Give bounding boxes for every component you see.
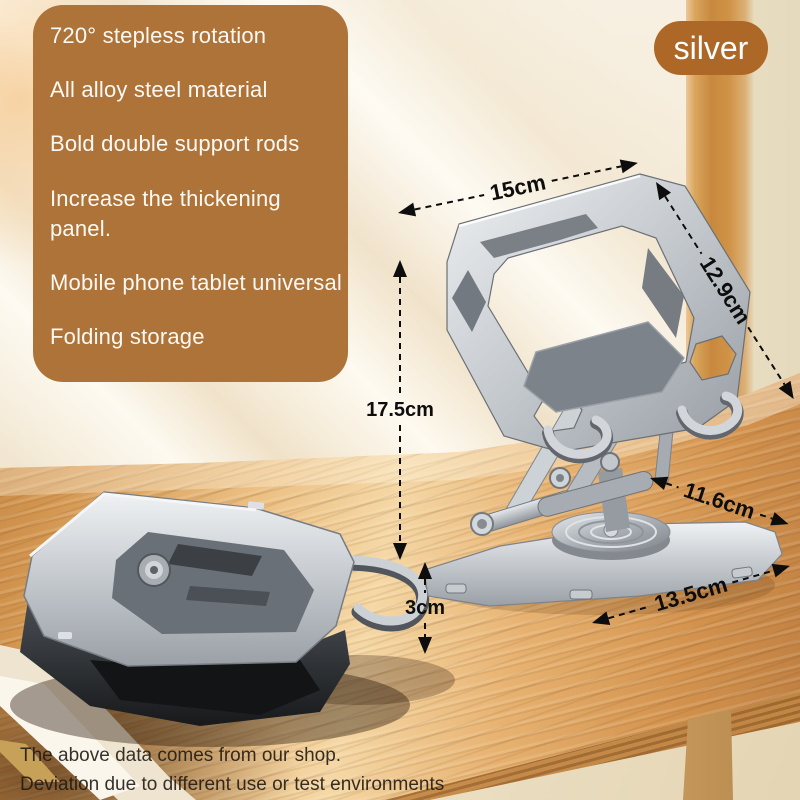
arrowhead-icon xyxy=(418,562,432,579)
disclaimer-line-2: Deviation due to different use or test e… xyxy=(20,774,445,795)
arrowhead-icon xyxy=(393,543,407,560)
dimension-label: 17.5cm xyxy=(366,399,434,421)
dimension-stand-height: 17.5cm xyxy=(366,260,434,560)
feature-item: Increase the thickening panel. xyxy=(50,185,281,241)
arrowhead-icon xyxy=(590,611,611,630)
dashed-line xyxy=(608,605,650,620)
arrowhead-icon xyxy=(647,471,669,491)
dashed-line xyxy=(551,165,622,182)
arrowhead-icon xyxy=(393,260,407,277)
arrowhead-icon xyxy=(771,559,792,578)
dashed-line xyxy=(759,513,773,520)
dashed-line xyxy=(424,579,426,593)
dashed-line xyxy=(399,277,401,395)
badge-label: silver xyxy=(673,30,749,66)
feature-item: Bold double support rods xyxy=(50,131,300,157)
dashed-line xyxy=(414,193,485,211)
dashed-line xyxy=(424,623,426,637)
dashed-line xyxy=(665,482,680,489)
feature-item: Mobile phone tablet universal xyxy=(50,269,342,295)
arrowhead-icon xyxy=(396,202,417,220)
dashed-line xyxy=(399,425,401,543)
dimension-folded-thickness: 3cm xyxy=(405,562,445,654)
disclaimer: The above data comes from our shop. Devi… xyxy=(20,741,444,799)
feature-panel: 720° stepless rotation All alloy steel m… xyxy=(33,5,348,382)
dashed-line xyxy=(732,569,774,584)
disclaimer-line-1: The above data comes from our shop. xyxy=(20,745,342,766)
feature-item: All alloy steel material xyxy=(50,77,268,103)
dimension-label: 3cm xyxy=(404,597,446,619)
feature-item: 720° stepless rotation xyxy=(50,23,267,48)
arrowhead-icon xyxy=(418,637,432,654)
arrowhead-icon xyxy=(619,156,640,174)
color-variant-badge: silver xyxy=(654,21,768,75)
feature-item: Folding storage xyxy=(50,323,205,349)
